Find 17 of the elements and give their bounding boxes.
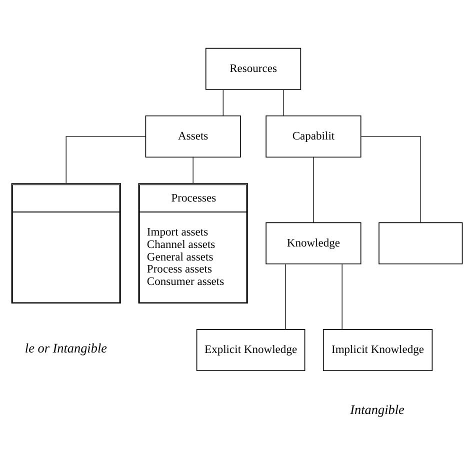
connector	[285, 263, 286, 330]
node-box: Implicit Knowledge	[322, 328, 433, 371]
node-box: Explicit Knowledge	[196, 328, 306, 371]
connector	[342, 263, 343, 330]
connector	[192, 156, 194, 184]
node-box: Knowledge	[266, 222, 362, 264]
connector	[66, 136, 146, 184]
connector	[313, 156, 314, 222]
label: le or Intangible	[24, 340, 107, 355]
label: Intangible	[350, 402, 404, 417]
connector	[222, 88, 224, 116]
node-box	[378, 222, 463, 264]
node-box: Resources	[205, 47, 302, 90]
node-box: Assets	[145, 114, 241, 158]
connector	[360, 136, 422, 222]
connector	[282, 88, 284, 116]
node-box: Capabilit	[266, 114, 362, 158]
